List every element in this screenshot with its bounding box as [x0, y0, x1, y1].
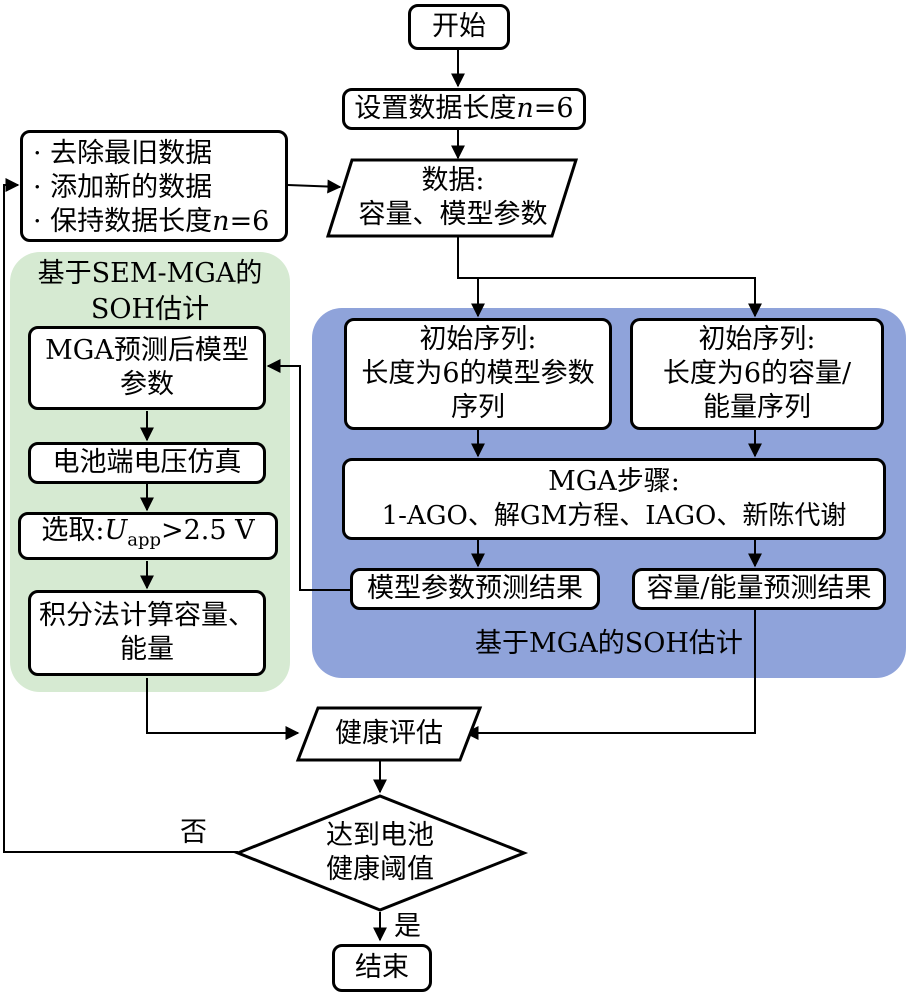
select-label: 选取:Uapp>2.5 V — [41, 514, 254, 557]
data-node-line2: 容量、模型参数 — [358, 199, 548, 230]
voltage-sim-label: 电池端电压仿真 — [52, 447, 242, 478]
end-node-label: 结束 — [355, 952, 409, 983]
integral-line1: 积分法计算容量、 — [39, 600, 255, 631]
update-data-item: · 去除最旧数据 — [33, 138, 213, 169]
set-length-var: n — [516, 93, 534, 124]
mga-model-node: MGA预测后模型 参数 — [28, 326, 266, 410]
seq-params-line3: 序列 — [451, 392, 505, 423]
select-text: 选取: — [41, 515, 105, 547]
seq-capacity-line2: 长度为6的容量/ — [662, 358, 852, 389]
voltage-sim-node: 电池端电压仿真 — [28, 442, 266, 484]
region-sem-mga-label-line2: SOH估计 — [90, 294, 210, 325]
seq-capacity-line3: 能量序列 — [703, 392, 811, 423]
select-node: 选取:Uapp>2.5 V — [18, 512, 278, 560]
edge-decision-no-loop — [3, 178, 238, 853]
update-data-item: · 添加新的数据 — [33, 172, 213, 203]
integral-line2: 能量 — [120, 634, 174, 665]
update-data-item: · 保持数据长度n=6 — [33, 206, 270, 237]
mga-model-line2: 参数 — [120, 369, 174, 400]
keep-length-text: 保持数据长度 — [50, 206, 213, 237]
keep-length-var: n — [212, 206, 230, 237]
update-data-list: · 去除最旧数据 · 添加新的数据 · 保持数据长度n=6 — [20, 130, 288, 242]
set-length-text: 设置数据长度 — [354, 93, 517, 124]
seq-capacity-line1: 初始序列: — [698, 324, 816, 355]
keep-length-value: =6 — [229, 206, 270, 237]
seq-params-node: 初始序列: 长度为6的模型参数 序列 — [344, 318, 612, 430]
data-node-line1: 数据: — [421, 165, 485, 196]
edge-bullets-to-data — [287, 179, 342, 194]
decision-line2: 健康阈值 — [326, 854, 434, 885]
set-length-value: =6 — [533, 93, 574, 124]
select-var: U — [104, 515, 128, 547]
capacity-result-node: 容量/能量预测结果 — [632, 568, 886, 610]
mga-steps-node: MGA步骤: 1-AGO、解GM方程、IAGO、新陈代谢 — [342, 458, 886, 540]
region-mga-label: 基于MGA的SOH估计 — [475, 628, 743, 659]
edge-integral-to-health — [146, 678, 300, 740]
mga-model-line1: MGA预测后模型 — [45, 335, 249, 366]
decision-line1: 达到电池 — [326, 820, 434, 851]
decision-diamond-shape — [233, 794, 529, 912]
update-data-item-text: 去除最旧数据 — [50, 138, 213, 169]
region-sem-mga-label: 基于SEM-MGA的 SOH估计 — [10, 256, 290, 328]
edge-capacity-result-to-health — [464, 608, 756, 740]
select-threshold: >2.5 V — [161, 515, 255, 547]
set-length-node: 设置数据长度n=6 — [342, 88, 586, 130]
seq-params-line1: 初始序列: — [419, 324, 537, 355]
seq-params-line2: 长度为6的模型参数 — [361, 358, 595, 389]
health-eval-node: 健康评估 — [300, 708, 478, 760]
update-data-item-text: 添加新的数据 — [50, 172, 213, 203]
region-sem-mga-label-line1: 基于SEM-MGA的 — [37, 258, 263, 289]
param-result-label: 模型参数预测结果 — [367, 573, 583, 604]
edge-label-yes: 是 — [394, 911, 421, 942]
edge-data-split — [457, 237, 762, 318]
edge-param-result-to-mga-model — [266, 359, 350, 591]
health-eval-label: 健康评估 — [335, 718, 443, 749]
param-result-node: 模型参数预测结果 — [350, 568, 600, 610]
start-node-label: 开始 — [432, 11, 486, 42]
mga-steps-line1: MGA步骤: — [548, 466, 680, 497]
data-node: 数据: 容量、模型参数 — [340, 160, 566, 236]
set-length-label: 设置数据长度n=6 — [354, 92, 573, 126]
data-parallelogram-shape — [325, 158, 579, 238]
end-node: 结束 — [332, 944, 432, 992]
seq-capacity-node: 初始序列: 长度为6的容量/ 能量序列 — [630, 318, 884, 430]
mga-steps-line2: 1-AGO、解GM方程、IAGO、新陈代谢 — [381, 501, 847, 531]
edge-label-no: 否 — [180, 817, 207, 848]
health-eval-parallelogram-shape — [295, 706, 483, 762]
integral-node: 积分法计算容量、 能量 — [28, 590, 266, 676]
capacity-result-label: 容量/能量预测结果 — [646, 573, 872, 604]
select-var-sub: app — [127, 529, 161, 551]
start-node: 开始 — [408, 4, 510, 50]
decision-node: 达到电池 健康阈值 — [280, 816, 480, 890]
